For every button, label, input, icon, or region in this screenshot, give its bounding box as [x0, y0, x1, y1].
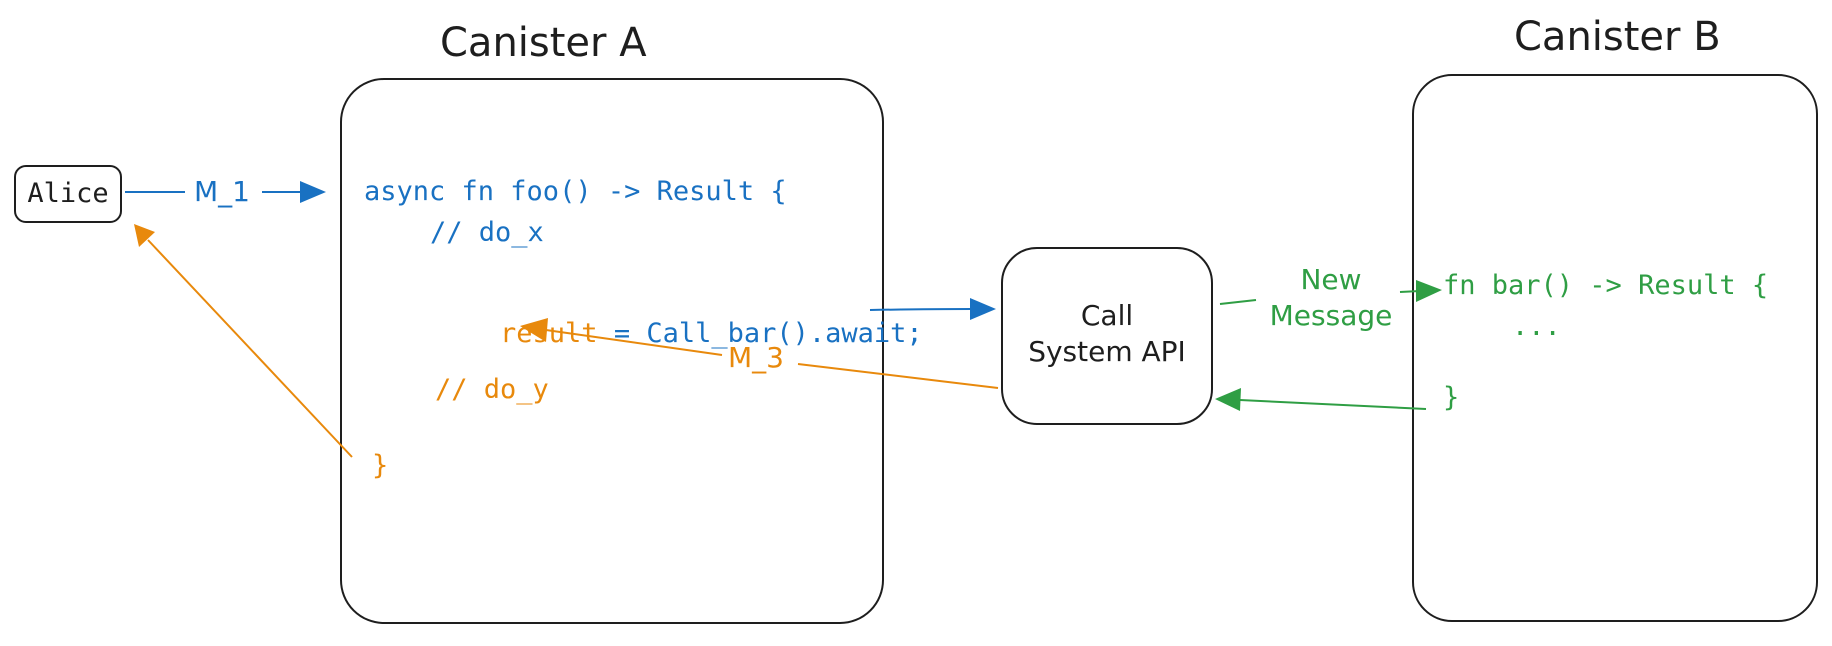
- message-m1-label: M_1: [194, 175, 250, 208]
- system-api-line2: System API: [1028, 335, 1186, 369]
- new-message-line1: New: [1300, 263, 1362, 296]
- code-a-result-line: result = Call_bar().await;: [435, 293, 923, 374]
- alice-box: [14, 165, 122, 223]
- arrow-call-system-api-head: [970, 298, 996, 320]
- arrow-return-b: [1239, 399, 1427, 410]
- alice-label: Alice: [27, 178, 109, 209]
- message-m3-label: M_3: [728, 341, 784, 374]
- arrow-new-message-head: [1416, 280, 1442, 302]
- code-a-result-var: result: [500, 318, 598, 349]
- arrow-new-message-left: [1219, 299, 1257, 305]
- arrow-m3-right: [797, 363, 999, 389]
- arrow-return-b-head: [1215, 388, 1241, 411]
- canister-a-title: Canister A: [440, 20, 647, 66]
- arrow-m3: [545, 329, 723, 356]
- new-message-label: New Message: [1263, 262, 1399, 335]
- canister-b-title: Canister B: [1514, 14, 1721, 60]
- code-b-signature: fn bar() -> Result {: [1443, 270, 1769, 301]
- code-a-comment-x: // do_x: [430, 217, 544, 248]
- canister-a-box: [340, 78, 884, 624]
- system-api-box: [1001, 247, 1213, 425]
- arrow-m3-head: [520, 318, 548, 342]
- system-api-line1: Call: [1080, 299, 1134, 332]
- arrow-reply-alice: [147, 239, 353, 458]
- arrow-call-system-api: [869, 308, 973, 311]
- code-a-result-call: = Call_bar().await;: [597, 318, 923, 349]
- canister-b-box: [1412, 74, 1818, 622]
- code-a-comment-y: // do_y: [435, 374, 549, 405]
- arrow-m1-head: [300, 181, 326, 203]
- arrow-reply-alice-head: [134, 224, 155, 247]
- code-a-close: }: [372, 450, 389, 481]
- system-api-label: Call System API: [1001, 298, 1213, 371]
- code-b-close: }: [1443, 382, 1460, 413]
- code-b-body: ...: [1512, 311, 1561, 342]
- new-message-line2: Message: [1269, 299, 1393, 333]
- code-a-signature: async fn foo() -> Result {: [364, 176, 787, 207]
